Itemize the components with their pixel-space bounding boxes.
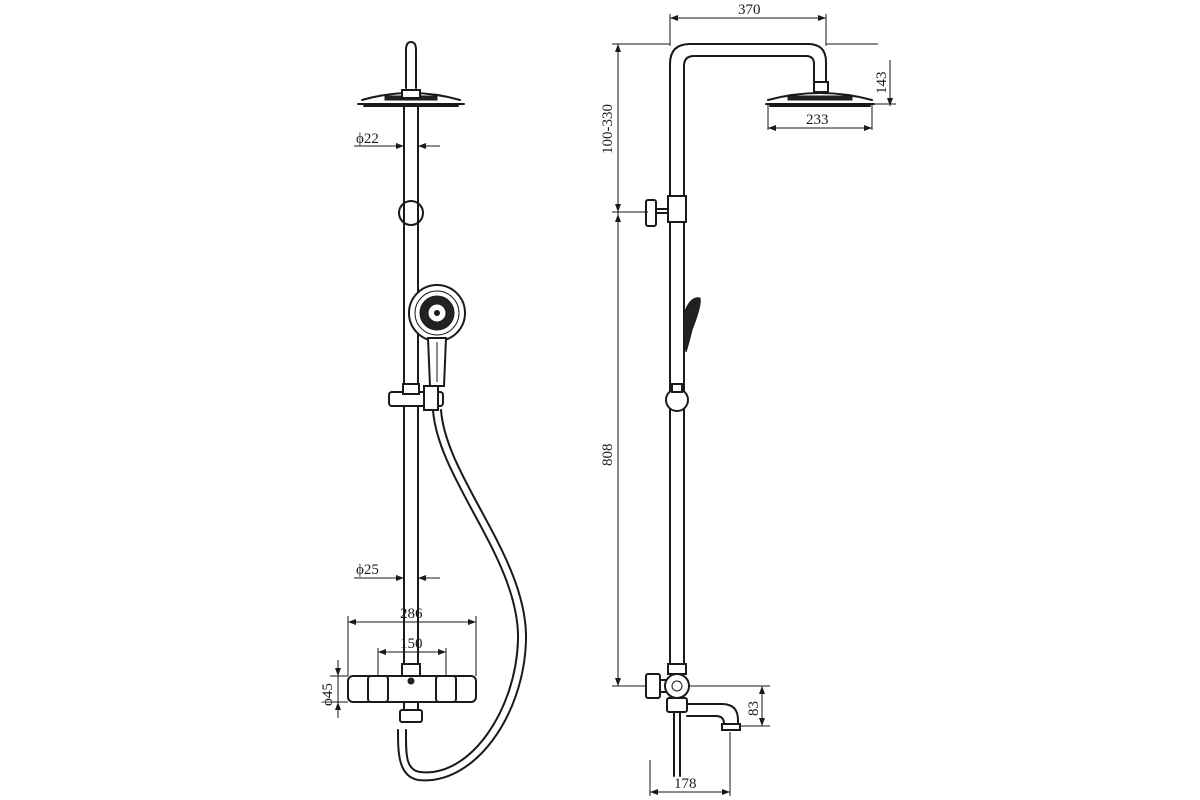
front-dim-rail-top: ϕ22 xyxy=(354,131,440,149)
dim-lower-height: 808 xyxy=(600,444,616,467)
side-dim-arm-reach: 370 xyxy=(669,2,827,46)
side-dim-head-height: 143 xyxy=(826,43,896,106)
front-dim-rail-bottom: ϕ25 xyxy=(354,562,440,581)
front-overhead-shower-head xyxy=(357,89,465,107)
front-hand-shower xyxy=(408,284,466,387)
front-arm-neck xyxy=(405,41,417,89)
side-dim-upper-adjust: 100-330 xyxy=(600,43,670,213)
dim-rail-bottom-diameter: ϕ25 xyxy=(356,562,379,578)
side-view: 370 143 233 xyxy=(600,2,896,796)
side-pipe-junction xyxy=(667,195,687,223)
side-mixer xyxy=(645,663,690,713)
front-hose-outer xyxy=(404,409,520,774)
dim-spout-height: 83 xyxy=(746,701,762,716)
side-wall-bracket xyxy=(645,199,669,227)
dim-arm-reach: 370 xyxy=(738,2,761,18)
side-dim-spout-projection: 178 xyxy=(649,732,731,796)
dim-upper-adjust: 100-330 xyxy=(600,104,616,154)
dim-head-diameter: 233 xyxy=(806,112,829,128)
dim-mixer-diameter: ϕ45 xyxy=(320,683,336,706)
dim-inlet-spacing: 150 xyxy=(400,636,423,652)
front-view: ϕ22 ϕ25 286 150 xyxy=(320,41,528,782)
side-dim-lower-height: 808 xyxy=(600,212,656,687)
side-bath-spout xyxy=(686,703,741,731)
front-hose-inner xyxy=(397,409,528,782)
side-arm-inner xyxy=(683,55,815,197)
front-wall-bracket xyxy=(398,199,424,227)
side-dim-spout-height: 83 xyxy=(688,685,770,727)
side-dim-head-diameter: 233 xyxy=(767,104,873,131)
side-overhead-shower-head xyxy=(765,81,875,107)
dim-spout-projection: 178 xyxy=(674,776,697,792)
dim-rail-top-diameter: ϕ22 xyxy=(356,131,379,147)
front-dim-inlet-spacing: 150 xyxy=(377,636,447,676)
front-slide-holder xyxy=(388,383,444,411)
front-dim-mixer-width: 286 xyxy=(347,606,477,676)
side-arm-outer xyxy=(669,43,827,197)
side-hand-shower xyxy=(683,297,701,353)
front-dim-mixer-height: ϕ45 xyxy=(320,660,348,718)
front-thermostatic-mixer xyxy=(347,675,477,723)
side-slide-holder xyxy=(665,383,689,412)
dim-head-height: 143 xyxy=(874,72,890,95)
dim-mixer-width: 286 xyxy=(400,606,423,622)
